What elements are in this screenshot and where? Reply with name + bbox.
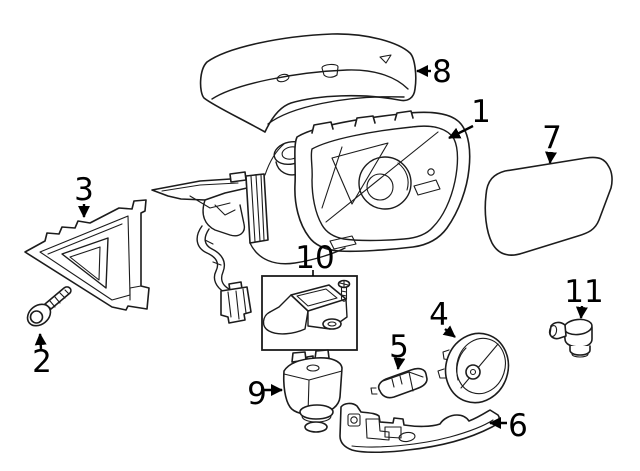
mirror-housing-assembly-drawing <box>273 110 471 253</box>
turn-signal-lamp-drawing <box>339 402 500 454</box>
callout-11-label: 11 <box>564 274 603 310</box>
bracket-kit-box-drawing <box>261 275 358 351</box>
callouts: 1 2 3 4 5 6 7 8 9 10 11 <box>32 54 604 444</box>
mirror-base-arm-drawing <box>151 143 346 265</box>
bracket-screw-drawing <box>337 279 351 302</box>
corner-trim-panel-drawing <box>24 199 150 311</box>
callout-8-label: 8 <box>432 54 452 90</box>
callout-1-label: 1 <box>471 94 491 130</box>
mounting-bolt-drawing <box>26 286 72 327</box>
callout-5-arrow <box>393 357 406 370</box>
callout-10-label: 10 <box>295 240 334 276</box>
round-lamp-unit-drawing <box>437 332 510 404</box>
callout-2-label: 2 <box>32 344 52 380</box>
callout-1-arrow <box>448 124 474 140</box>
callout-2-arrow <box>34 333 47 350</box>
callout-9-label: 9 <box>247 376 267 412</box>
callout-4-label: 4 <box>429 297 449 333</box>
wiring-harness-drawing <box>196 225 252 324</box>
mirror-cover-cap-drawing <box>199 33 417 133</box>
small-lamp-socket-drawing <box>370 367 428 399</box>
callout-3-label: 3 <box>74 172 94 208</box>
callout-5-label: 5 <box>389 329 409 365</box>
callout-4-arrow <box>442 325 456 338</box>
mirror-glass-drawing <box>484 156 613 256</box>
callout-6-label: 6 <box>508 408 528 444</box>
callout-11-arrow <box>575 305 588 319</box>
callout-7-label: 7 <box>542 120 562 156</box>
temperature-sensor-drawing <box>548 318 593 358</box>
callout-7-arrow <box>545 151 557 164</box>
mirror-camera-drawing <box>282 349 343 433</box>
